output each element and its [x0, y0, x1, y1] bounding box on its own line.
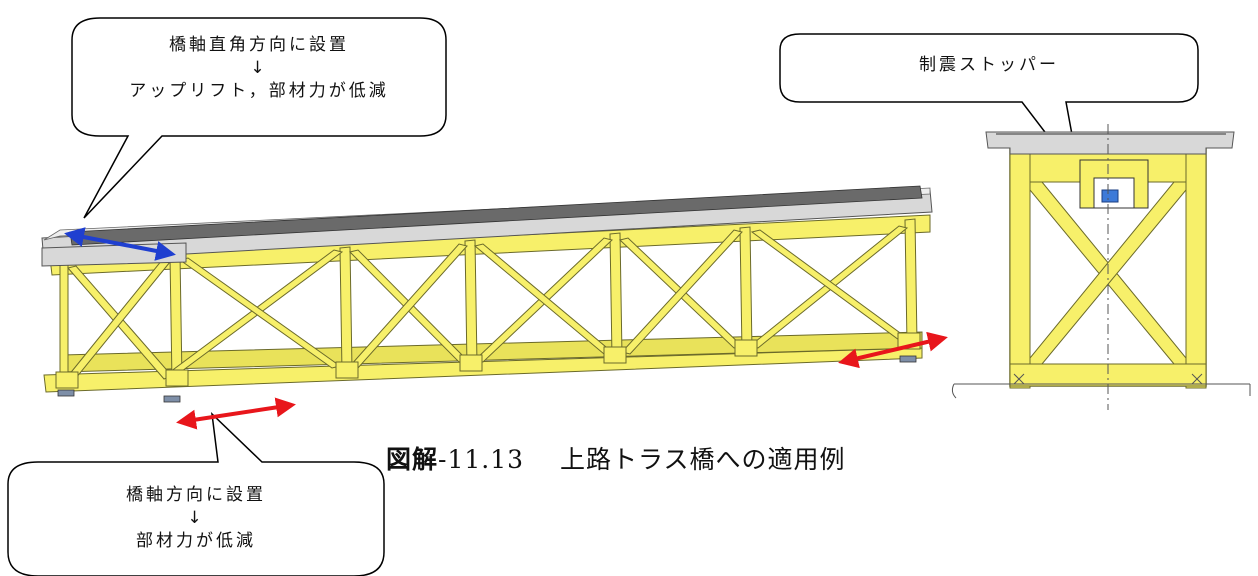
blue-double-arrow — [64, 227, 176, 261]
callout-text-longitudinal: 橋軸方向に設置 ↓ 部材力が低減 — [8, 484, 384, 553]
callout-transverse-line1: 橋軸直角方向に設置 — [169, 35, 349, 55]
figure-title: 上路トラス橋への適用例 — [559, 445, 846, 474]
callout-longitudinal-line2: 部材力が低減 — [136, 531, 256, 551]
callout-transverse-arrow: ↓ — [250, 58, 268, 78]
callout-text-transverse: 橋軸直角方向に設置 ↓ アップリフト，部材力が低減 — [72, 34, 446, 103]
cross-section-view — [951, 124, 1251, 410]
callout-text-stopper: 制震ストッパー — [780, 54, 1198, 77]
stopper-device — [1101, 189, 1119, 203]
callout-longitudinal-line1: 橋軸方向に設置 — [126, 485, 266, 505]
callout-transverse-line2: アップリフト，部材力が低減 — [129, 81, 389, 101]
red-double-arrow-right — [838, 331, 948, 369]
figure-caption: 図解-11.13 上路トラス橋への適用例 — [386, 440, 845, 476]
truss-bridge-perspective — [41, 185, 933, 403]
figure-label: 図解 — [386, 445, 439, 474]
callout-stopper-label: 制震ストッパー — [919, 55, 1059, 75]
figure-number: -11.13 — [438, 445, 525, 474]
red-double-arrow-bottom — [176, 397, 296, 430]
callout-bubble-transverse — [71, 17, 447, 219]
callout-longitudinal-arrow: ↓ — [187, 508, 205, 528]
